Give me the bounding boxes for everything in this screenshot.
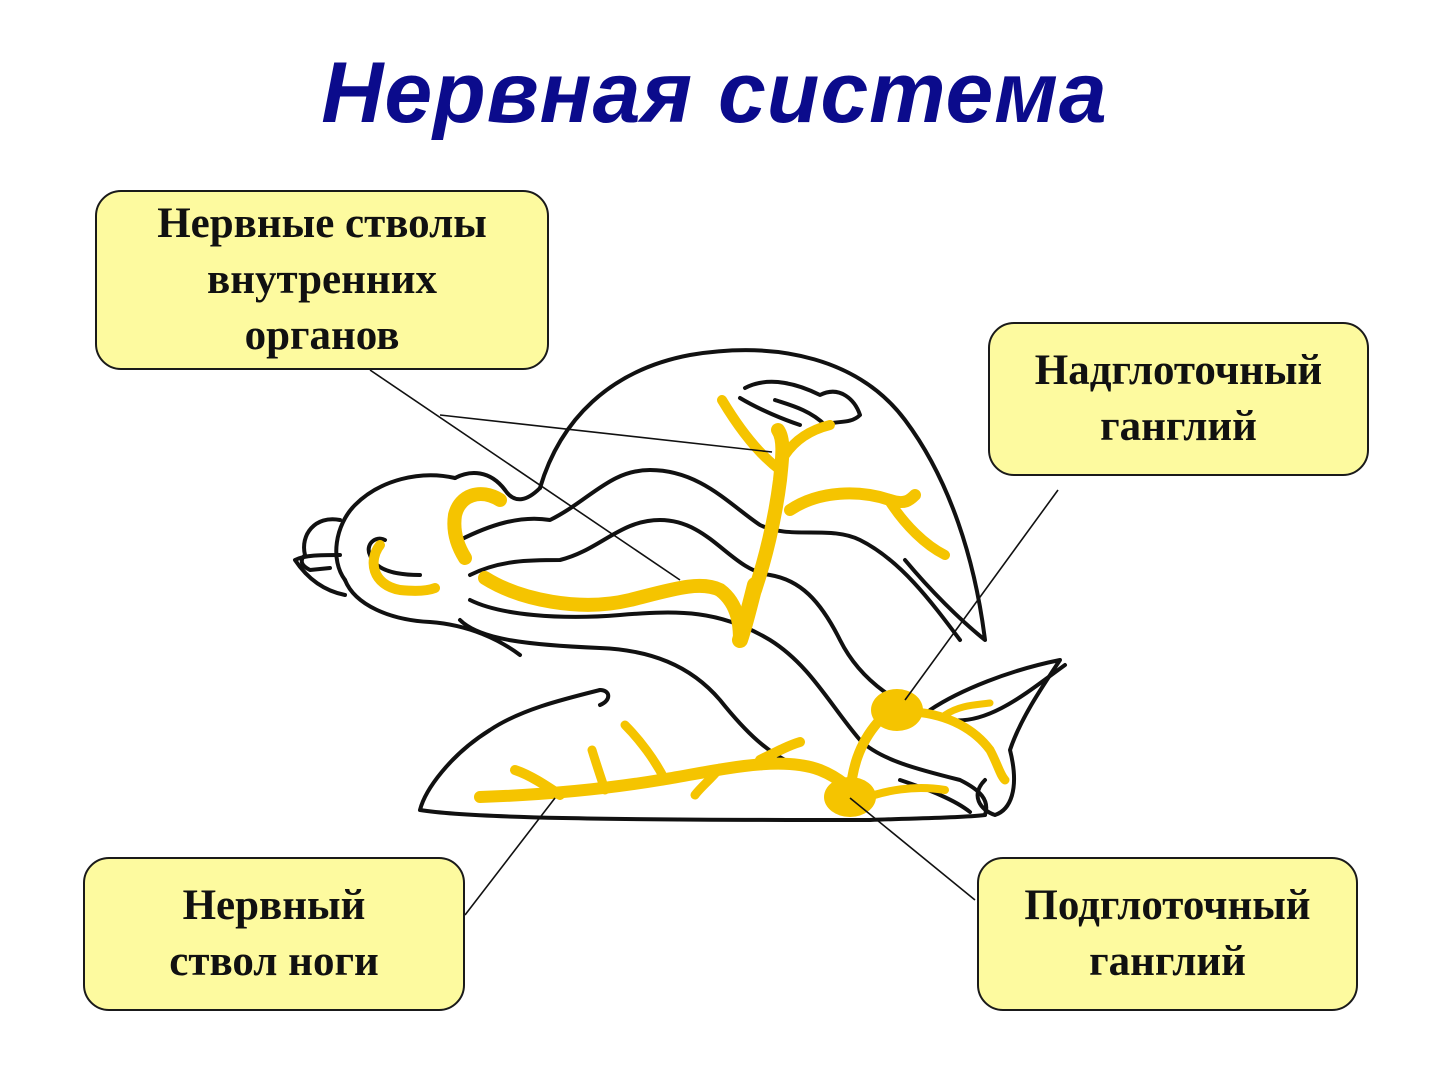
leader-supra (904, 489, 1059, 701)
label-subesophageal-ganglion: Подглоточный ганглий (977, 857, 1358, 1011)
label-foot-nerve-trunk: Нервный ствол ноги (83, 857, 465, 1011)
label-line: ствол ноги (169, 938, 379, 985)
nerve-system (368, 395, 1010, 806)
snail-outline (293, 348, 1067, 822)
leader-lines (369, 369, 1059, 916)
label-line: внутренних (207, 256, 437, 303)
label-internal-organ-nerves: Нервные стволы внутренних органов (95, 190, 549, 370)
label-supraesophageal-ganglion: Надглоточный ганглий (988, 322, 1369, 476)
label-line: Подглоточный (1024, 882, 1311, 929)
label-line: Нервные стволы (157, 200, 487, 247)
label-line: ганглий (1100, 403, 1257, 450)
leader-foot (464, 797, 556, 916)
leader-sub (849, 797, 976, 901)
ganglia (824, 689, 923, 817)
label-line: Надглоточный (1034, 347, 1323, 394)
leader-internal-branch (439, 414, 773, 453)
label-line: органов (244, 312, 400, 359)
supraesophageal-ganglion (871, 689, 923, 731)
label-line: Нервный (182, 882, 366, 929)
leader-internal-main (369, 369, 681, 581)
subesophageal-ganglion (824, 777, 876, 817)
slide-title: Нервная система (321, 45, 1108, 141)
label-line: ганглий (1089, 938, 1246, 985)
